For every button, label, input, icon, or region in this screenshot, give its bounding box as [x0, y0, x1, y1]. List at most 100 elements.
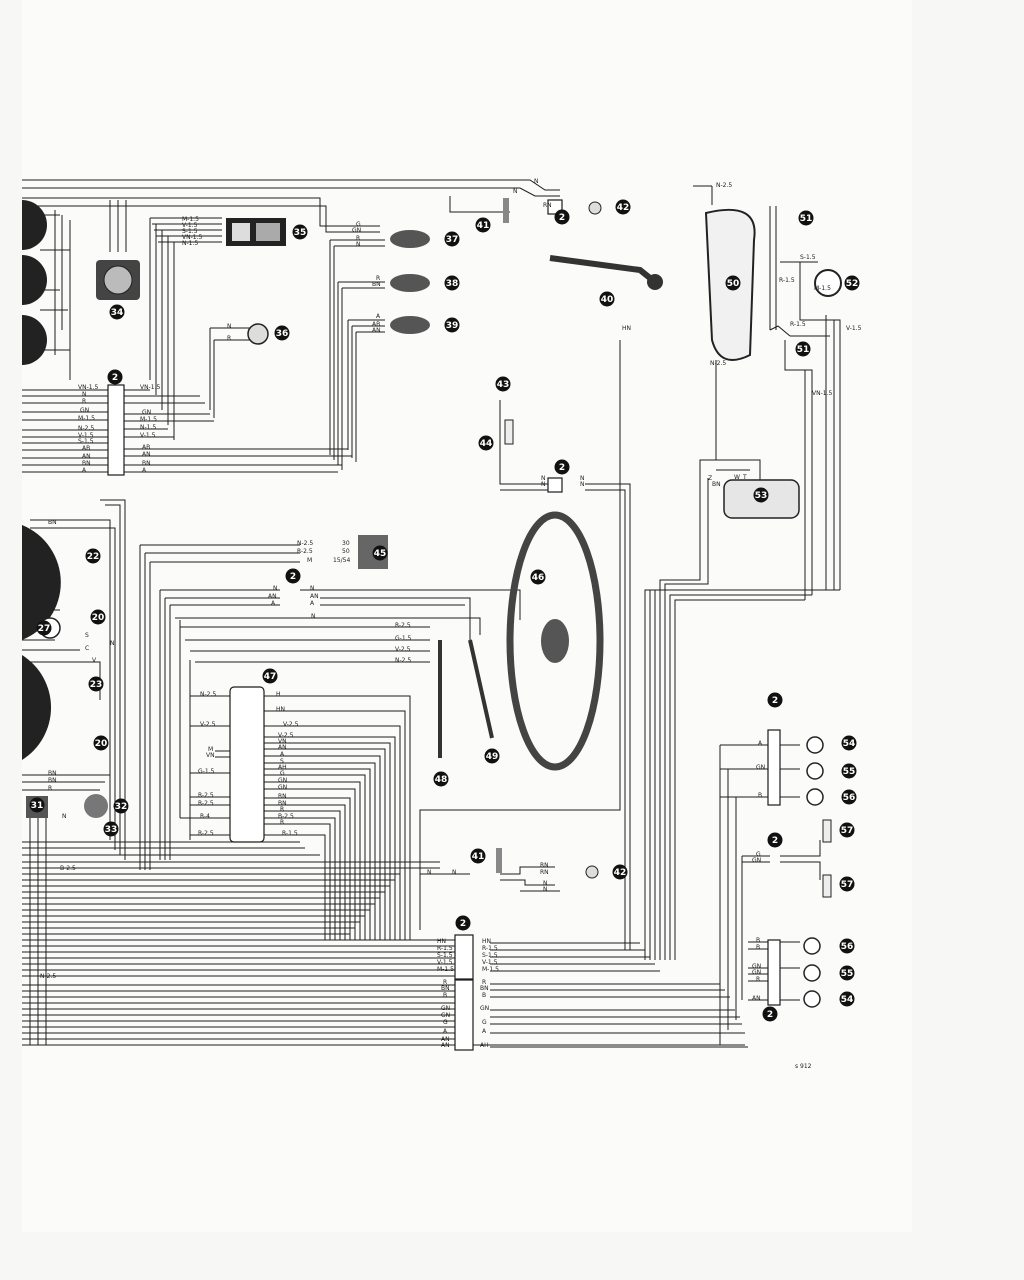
callout-circle [767, 692, 783, 708]
component-callout-comp-39: 39 [444, 317, 460, 333]
component-callout-comp-44: 44 [478, 435, 494, 451]
wire-label: M [307, 557, 312, 564]
drawing-reference: s 912 [795, 1063, 812, 1070]
callout-circle [475, 217, 491, 233]
wire-label: V-2.5 [278, 732, 294, 739]
wire-label: S-1.5 [482, 952, 498, 959]
callout-circle [795, 341, 811, 357]
wire-label: B [482, 992, 486, 999]
wire-label: V-1.5 [846, 325, 862, 332]
wire-label: 30 [342, 540, 350, 547]
main-harness-bundle [22, 841, 455, 1046]
component-callout-comp-2g: 2 [767, 832, 783, 848]
component-callout-comp-45: 45 [372, 545, 388, 561]
wire-label: B [758, 792, 762, 799]
component-callout-comp-38: 38 [444, 275, 460, 291]
callout-number: 42 [617, 203, 630, 213]
callout-circle [841, 763, 857, 779]
component-callout-comp-50: 50 [725, 275, 741, 291]
wire-label: N [310, 585, 315, 592]
wire-label: R-1.5 [790, 321, 806, 328]
wire-label: GN [352, 227, 361, 234]
callout-number: 34 [111, 308, 124, 318]
callout-circle [455, 915, 471, 931]
wire-label: RN [543, 202, 552, 209]
callout-circle [470, 848, 486, 864]
wire-label: S-1.5 [78, 438, 94, 445]
component-callout-comp-55a: 55 [841, 763, 857, 779]
component-callout-comp-56b: 56 [839, 938, 855, 954]
callout-circle [444, 231, 460, 247]
wire-label: GN [80, 407, 89, 414]
wire-label: N [452, 869, 457, 876]
instrument-wiring [22, 499, 126, 1045]
callout-circle [495, 376, 511, 392]
callout-number: 57 [841, 880, 854, 890]
callout-number: 20 [95, 739, 108, 749]
component-callout-comp-54b: 54 [839, 991, 855, 1007]
wire-label: RN [540, 869, 549, 876]
component-callout-comp-55b: 55 [839, 965, 855, 981]
callout-circle [615, 199, 631, 215]
wire-label: A [482, 1028, 487, 1035]
wire-label: AN [142, 451, 151, 458]
callout-number: 50 [727, 279, 740, 289]
wire-label: A [376, 313, 381, 320]
component-callout-comp-42a: 42 [615, 199, 631, 215]
callout-circle [839, 938, 855, 954]
wire-label: N [273, 585, 278, 592]
wire-label: G [443, 1019, 448, 1026]
wire-label: AN [310, 593, 319, 600]
wire-label: VN-1.5 [182, 234, 202, 241]
wire-label: B [443, 992, 447, 999]
wire-label: N [534, 178, 539, 185]
callout-number: 48 [435, 775, 448, 785]
wire-label: 15/54 [333, 557, 350, 564]
wire-label: V [92, 657, 97, 664]
wire-label: M-1.5 [140, 416, 157, 423]
top-wiring [22, 179, 560, 473]
wire-label: R-2.5 [198, 830, 214, 837]
component-callout-comp-20b: 20 [93, 735, 109, 751]
wire-label: AN [441, 1042, 450, 1049]
callout-number: 55 [841, 969, 854, 979]
component-callout-comp-41b: 41 [470, 848, 486, 864]
wire-label: R-2.5 [297, 548, 313, 555]
wire-label: R [356, 235, 360, 242]
wire-label: R [756, 976, 760, 983]
wire-label: R-2.5 [198, 800, 214, 807]
wire-label: R [482, 979, 486, 986]
callout-circle [767, 832, 783, 848]
callout-circle [444, 317, 460, 333]
wire-label: VN-1.5 [78, 384, 98, 391]
wire-label: M-1.5 [182, 216, 199, 223]
callout-number: 32 [115, 802, 128, 812]
component-callout-comp-2c: 2 [554, 459, 570, 475]
wire-label: N-2.5 [716, 182, 732, 189]
component-callout-comp-51b: 51 [795, 341, 811, 357]
wire-label: S-1.5 [182, 228, 198, 235]
wire-label: W [734, 474, 740, 481]
wire-label: VN [206, 752, 215, 759]
wire-label: R [227, 335, 231, 342]
wire-label: GN [752, 963, 761, 970]
wire-label: R [280, 806, 284, 813]
component-symbols [22, 198, 842, 1051]
component-callout-comp-2b: 2 [554, 209, 570, 225]
callout-circle [841, 735, 857, 751]
component-callout-comp-40: 40 [599, 291, 615, 307]
wire-label: BN [48, 519, 57, 526]
component-callout-comp-2f: 2 [767, 692, 783, 708]
component-callout-comp-54a: 54 [841, 735, 857, 751]
wire-label: VN [278, 738, 287, 745]
callout-number: 54 [843, 739, 856, 749]
callout-number: 49 [486, 752, 499, 762]
callout-circle [274, 325, 290, 341]
wire-label: R-2.5 [395, 622, 411, 629]
wire-label: G [356, 221, 361, 228]
callout-circle [839, 991, 855, 1007]
wire-label: GN [441, 1005, 450, 1012]
callout-number: 52 [846, 279, 859, 289]
